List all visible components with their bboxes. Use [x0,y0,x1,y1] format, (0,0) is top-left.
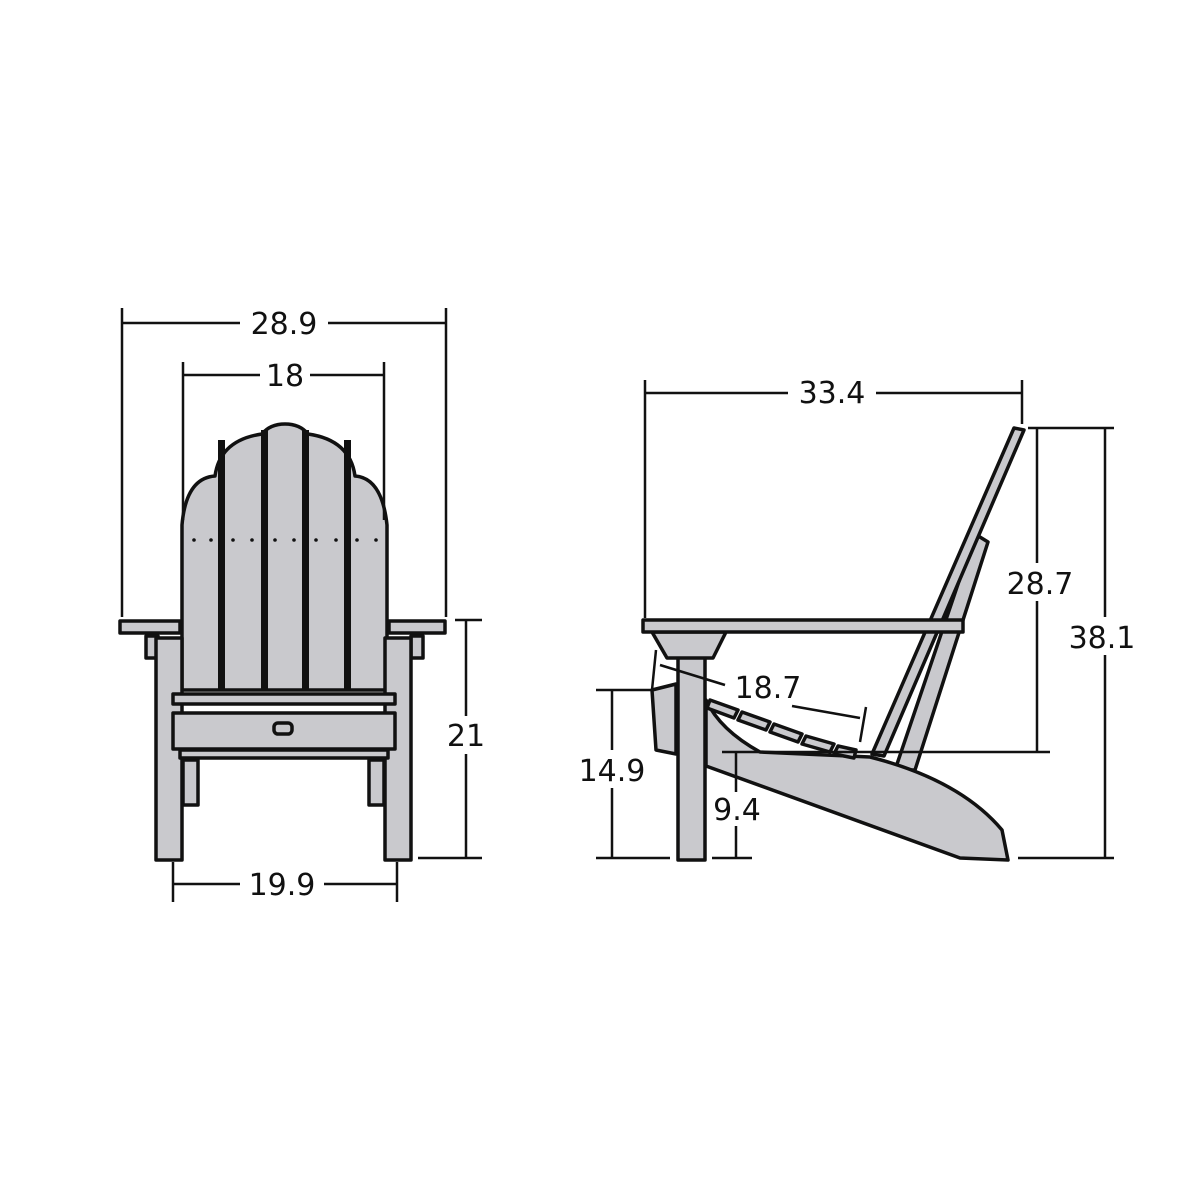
dim-back-width: 18 [266,359,304,394]
arm-right [387,619,447,635]
side-view-chair [641,426,1026,862]
dim-back-height: 28.7 [1007,567,1074,602]
arm-support-right [409,634,425,660]
slat-gap [344,440,351,690]
dim-seat-front-height: 14.9 [579,754,646,789]
arm-left [118,619,182,635]
back-slat [870,426,1026,758]
dim-arm-height: 21 [447,719,485,754]
side-view-dimensions: 33.4 38.1 28.7 18.7 14.9 9.4 [572,373,1142,860]
dim-overall-width: 28.9 [251,307,318,342]
runner [704,698,1010,862]
seat-rail [178,748,390,760]
emblem-icon [272,721,294,736]
arm-bracket [650,630,728,660]
screw-dots [192,538,378,542]
arm [641,618,965,634]
rear-leg-right [367,758,386,807]
front-cleat [650,682,678,756]
slat-gap [261,430,268,690]
dim-seat-width: 19.9 [249,868,316,903]
slat-gap [302,430,309,690]
front-view-chair [118,422,447,862]
front-view-dimensions: 28.9 18 21 19.9 [120,302,490,903]
dim-seat-back-height: 9.4 [713,793,761,828]
dim-seat-depth: 18.7 [735,671,802,706]
back-support [893,532,990,772]
seat-front [171,692,397,706]
dim-overall-height: 38.1 [1069,621,1136,656]
slat-gap [218,440,225,690]
front-leg [676,653,707,862]
backrest [180,422,389,692]
rear-leg-left [181,758,200,807]
dim-overall-depth: 33.4 [799,376,866,411]
